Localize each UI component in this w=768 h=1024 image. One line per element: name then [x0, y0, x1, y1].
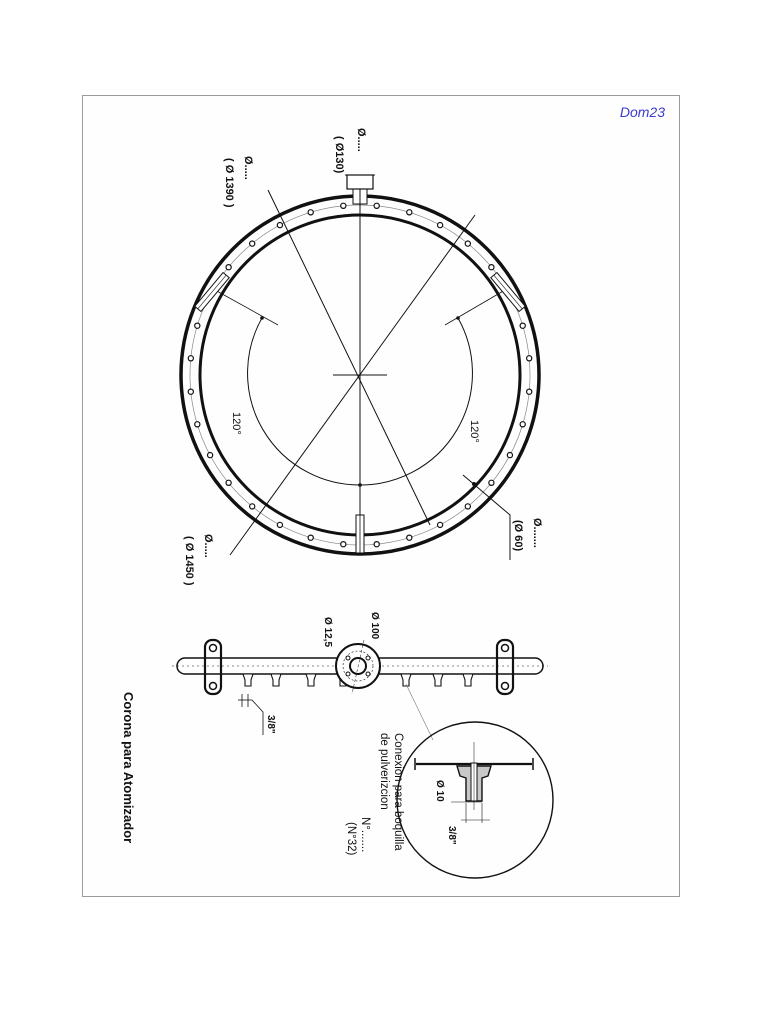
bolt-hole [519, 322, 526, 329]
bolt-holes [187, 202, 533, 548]
inlet-dia-value: ( Ø130) [333, 136, 345, 174]
bolt-hole [506, 451, 514, 459]
outer-dia-value: ( Ø 1450 ) [183, 536, 195, 586]
outer-dia-dimension-line [229, 214, 476, 556]
bolt-hole [519, 421, 526, 428]
bolt-dia-label: Ø....... [531, 518, 543, 548]
detail-caption-line2: de pulverizcion [378, 733, 390, 810]
bore-dia-label: Ø 10 [434, 780, 445, 802]
bolt-dia-value: (Ø 60) [512, 520, 524, 552]
bolt-hole [276, 221, 284, 229]
angle-arc-left [247, 317, 361, 486]
bolt-hole [488, 264, 495, 271]
inlet-connector [345, 174, 375, 205]
nozzle [305, 673, 317, 687]
angle-arc-right [359, 317, 473, 486]
ring-side-view: Ø 100 Ø 12,5 3/8" [172, 612, 548, 741]
detail-caption-line1: Conexion para boquilla [392, 733, 404, 851]
bolt-hole [248, 240, 256, 247]
bolt-hole [436, 221, 444, 229]
bolt-hole [225, 479, 232, 486]
ring-plan-view: Ø..... ( Ø130) Ø..... ( Ø 1390 ) Ø..... … [179, 128, 543, 586]
bolt-hole [436, 521, 444, 529]
bolt-hole [406, 209, 413, 216]
nozzle-thread-label: 3/8" [265, 715, 276, 734]
hole-dia-label: Ø 12,5 [322, 617, 333, 647]
inner-dia-label: Ø..... [242, 156, 254, 180]
bolt-hole [194, 421, 201, 428]
bolt-hole [307, 209, 314, 216]
nozzle [462, 673, 474, 687]
bottom-connector [355, 514, 365, 554]
nozzle-count-value: (N°32) [345, 822, 357, 856]
side-connector-left [194, 271, 230, 313]
inner-dia-dimension-line [267, 189, 431, 526]
angle-left-label: 120° [230, 412, 242, 435]
central-flange [335, 639, 381, 695]
bolt-hole [225, 264, 232, 271]
detail-thread-label: 3/8" [446, 826, 457, 845]
bolt-hole [340, 202, 347, 209]
bolt-hole [406, 534, 413, 541]
side-connector-right [490, 271, 526, 313]
nozzle [432, 673, 444, 687]
inner-dia-value: ( Ø 1390 ) [223, 158, 235, 208]
left-bracket [203, 638, 223, 696]
bolt-hole [248, 503, 256, 510]
outer-dia-label: Ø..... [202, 534, 214, 558]
bolt-hole [340, 541, 347, 548]
bolt-hole [373, 541, 380, 548]
inlet-dia-label: Ø..... [355, 128, 367, 152]
watermark-label: Dom23 [619, 104, 665, 120]
bolt-hole [373, 202, 380, 209]
flange-dia-label: Ø 100 [369, 612, 380, 640]
drawing-sheet: Dom23 [82, 95, 680, 897]
bolt-hole [187, 355, 194, 362]
bolt-hole [206, 451, 214, 459]
nozzle-count-label: N°....... [359, 817, 371, 852]
bolt-hole [307, 534, 314, 541]
bolt-hole [488, 479, 495, 486]
bolt-hole [464, 503, 471, 510]
nozzle [242, 673, 254, 687]
bolt-hole [187, 388, 194, 395]
right-bracket [495, 638, 515, 696]
angle-right-label: 120° [468, 420, 480, 443]
bolt-hole [526, 355, 533, 362]
nozzle [270, 673, 282, 687]
bolt-hole [464, 240, 471, 247]
drawing-title: Corona para Atomizador [121, 692, 136, 843]
nozzle [400, 673, 412, 687]
bolt-hole [194, 322, 201, 329]
bolt-hole [276, 521, 284, 529]
detail-circle [396, 721, 554, 879]
nozzle-detail-view: Ø 10 3/8" Conexion para boquilla de pulv… [345, 721, 554, 879]
spray-nozzles [242, 673, 474, 687]
bolt-hole [526, 388, 533, 395]
